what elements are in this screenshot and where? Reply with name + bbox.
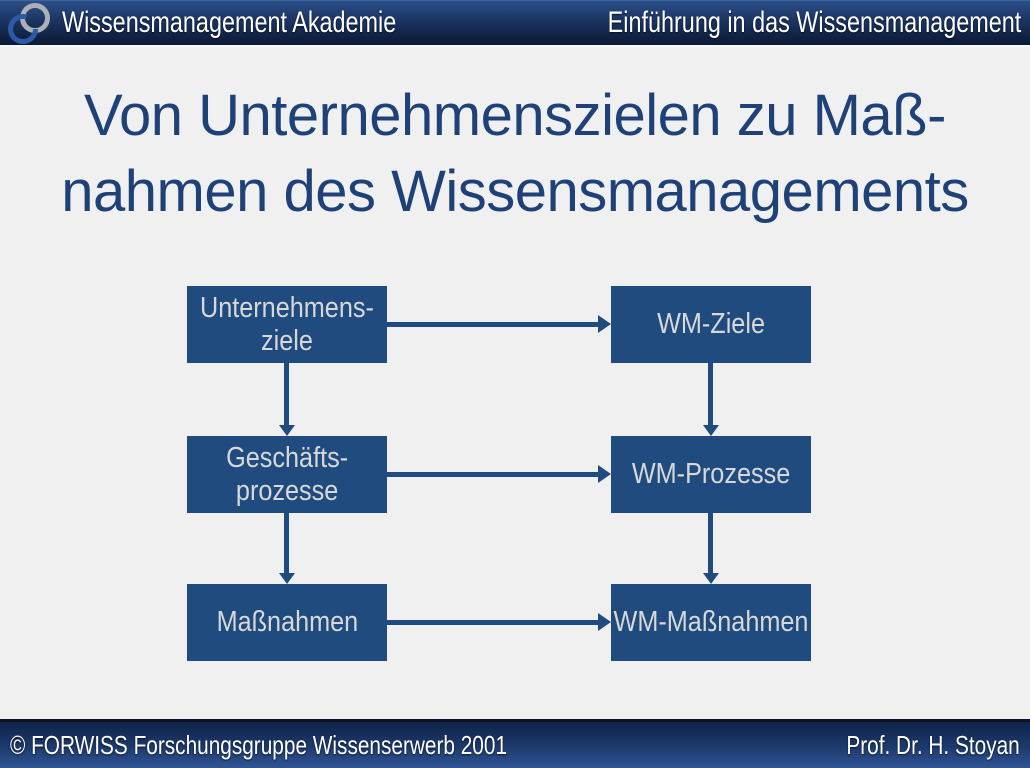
slide-title-line2: nahmen des Wissensmanagements (61, 159, 969, 224)
arrow-wm-ziele-to-wm-prozesse (708, 363, 713, 425)
slide-canvas: Von Unternehmenszielen zu Maß-nahmen des… (0, 45, 1030, 719)
box-wm-massnahmen: WM-Maßnahmen (611, 584, 811, 661)
box-wm-prozesse-label: WM-Prozesse (631, 458, 791, 490)
header-left-title: Wissensmanagement Akademie (62, 6, 397, 39)
arrow-wm-prozesse-to-wm-massnahmen (708, 513, 713, 573)
box-massnahmen: Maßnahmen (187, 584, 387, 661)
arrowhead-down-left2-icon (279, 573, 295, 584)
header-bar: Wissensmanagement Akademie Einführung in… (0, 0, 1030, 45)
box-massnahmen-label: Maßnahmen (216, 606, 358, 638)
box-wm-prozesse: WM-Prozesse (611, 436, 811, 513)
slide-title-line1: Von Unternehmenszielen zu Maß- (84, 83, 946, 148)
arrow-geschaeftsprozesse-to-wm-prozesse (387, 472, 598, 477)
header-right-title: Einführung in das Wissensmanagement (607, 6, 1021, 39)
footer-bar: © FORWISS Forschungsgruppe Wissenserwerb… (0, 719, 1030, 768)
arrowhead-right-row3-icon (598, 613, 611, 631)
box-wm-massnahmen-label: WM-Maßnahmen (613, 606, 809, 638)
brand-area: Wissensmanagement Akademie (6, 1, 491, 45)
arrow-massnahmen-to-wm-massnahmen (387, 620, 598, 625)
slide-title: Von Unternehmenszielen zu Maß-nahmen des… (0, 78, 1030, 230)
arrowhead-down-right2-icon (703, 573, 719, 584)
arrowhead-down-left1-icon (279, 425, 295, 436)
arrow-unternehmensziele-to-wm-ziele (387, 322, 598, 327)
box-wm-ziele-label: WM-Ziele (657, 308, 765, 340)
akademie-rings-logo-icon (8, 3, 50, 44)
footer-author: Prof. Dr. H. Stoyan (846, 729, 1020, 760)
box-geschaeftsprozesse: Geschäfts-prozesse (187, 436, 387, 513)
arrowhead-down-right1-icon (703, 425, 719, 436)
footer-copyright: © FORWISS Forschungsgruppe Wissenserwerb… (10, 729, 508, 760)
arrow-geschaeftsprozesse-to-massnahmen (284, 513, 289, 573)
box-unternehmensziele-label: Unternehmens-ziele (200, 291, 374, 357)
box-geschaeftsprozesse-label: Geschäfts-prozesse (226, 441, 348, 507)
arrow-unternehmensziele-to-geschaeftsprozesse (284, 363, 289, 425)
arrowhead-right-row2-icon (598, 465, 611, 483)
box-wm-ziele: WM-Ziele (611, 286, 811, 363)
box-unternehmensziele: Unternehmens-ziele (187, 286, 387, 363)
arrowhead-right-row1-icon (598, 315, 611, 333)
